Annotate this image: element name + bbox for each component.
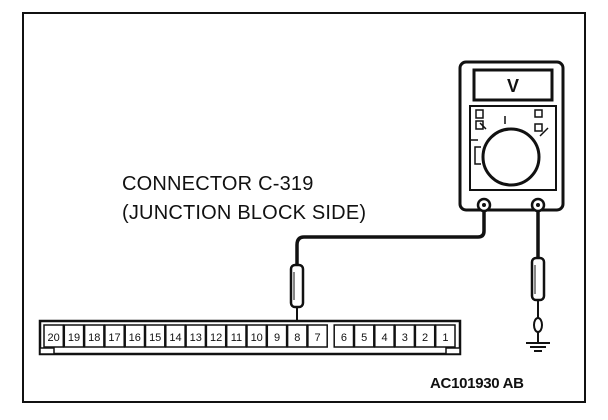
- connector-pin-label: 11: [231, 332, 242, 344]
- connector-pin-6: [333, 324, 355, 348]
- connector-pin-label: 6: [341, 332, 347, 344]
- connector-pin-label: 19: [68, 332, 80, 344]
- connector-pin-label: 1: [442, 332, 448, 344]
- connector-pin-13: [185, 324, 207, 348]
- meter-display: [472, 68, 554, 102]
- connector-pin-label: 2: [422, 332, 428, 344]
- connector-pin-label: 10: [251, 332, 263, 344]
- meter-symbol: V: [507, 76, 519, 96]
- connector-pin-11: [225, 324, 247, 348]
- ground-icon: [526, 342, 550, 352]
- connector-pin-19: [63, 324, 85, 348]
- connector-pin-label: 7: [315, 332, 321, 344]
- diagram-frame: [22, 12, 586, 403]
- connector-pin-3: [394, 324, 416, 348]
- connector-pin-label: 20: [47, 332, 59, 344]
- connector-pin-7: [307, 324, 328, 348]
- connector-pin-8: [286, 324, 308, 348]
- connector-pin-label: 5: [361, 332, 367, 344]
- connector-label: CONNECTOR C-319: [122, 173, 314, 195]
- connector-pin-label: 4: [381, 332, 387, 344]
- connector-pin-10: [246, 324, 268, 348]
- figure-id: AC101930 AB: [430, 375, 524, 392]
- connector-pin-label: 18: [88, 332, 100, 344]
- connector-c319: 20 19 18 17 16 15 14 13 12 11 10 9 8 7 6 5 4 3 2 1: [38, 319, 462, 356]
- connector-side-label: (JUNCTION BLOCK SIDE): [122, 202, 367, 224]
- connector-pin-17: [104, 324, 125, 348]
- connector-pin-label: 17: [108, 332, 120, 344]
- connector-pin-15: [144, 324, 166, 348]
- connector-pin-label: 8: [294, 332, 300, 344]
- connector-pin-label: 3: [402, 332, 408, 344]
- connector-pin-1: [434, 324, 456, 348]
- connector-pin-label: 15: [149, 332, 161, 344]
- connector-pin-label: 16: [129, 332, 141, 344]
- connector-pin-16: [124, 324, 146, 348]
- connector-pin-9: [266, 324, 288, 348]
- test-lead-positive: [289, 210, 486, 336]
- voltmeter: V: [458, 60, 565, 213]
- connector-pin-label: 13: [190, 332, 202, 344]
- connector-pin-2: [414, 324, 436, 348]
- connector-pin-12: [205, 324, 227, 348]
- meter-dial: [481, 127, 541, 187]
- connector-pin-14: [165, 324, 186, 348]
- connector-pin-label: 9: [274, 332, 280, 344]
- connector-pin-label: 14: [169, 332, 181, 344]
- test-lead-ground: [530, 211, 546, 343]
- connector-pin-label: 12: [210, 332, 222, 344]
- connector-pin-20: [43, 324, 65, 348]
- connector-pin-5: [353, 324, 375, 348]
- connector-pin-4: [374, 324, 395, 348]
- connector-pin-18: [83, 324, 105, 348]
